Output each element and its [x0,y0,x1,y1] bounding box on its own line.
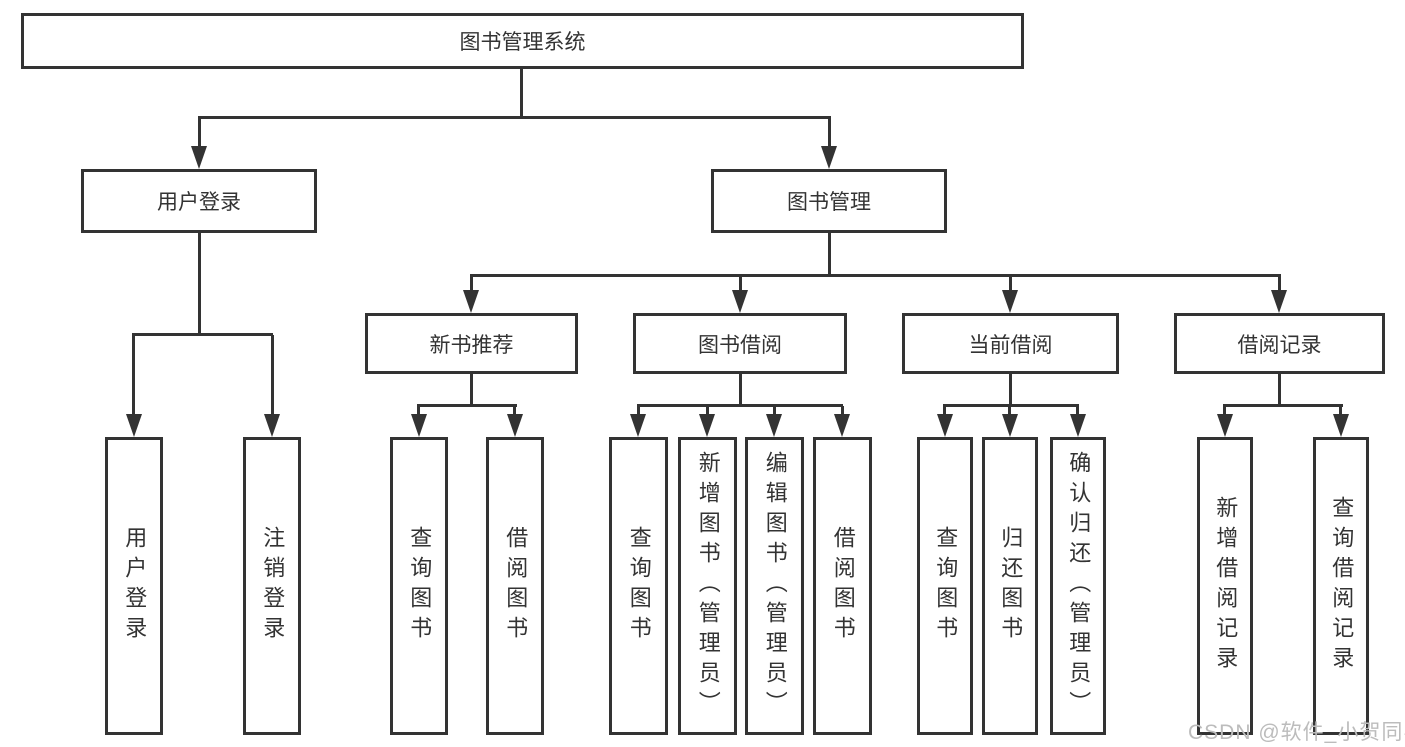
node-label: 新书推荐 [429,333,514,357]
connector-line [1009,374,1012,406]
connector-line [1223,404,1343,407]
leaf-add-borrow-record: 新增借阅记录 [1197,437,1253,735]
arrow-down-icon [264,414,280,437]
connector-line [132,333,273,336]
leaf-label: 借阅图书 [503,526,529,646]
leaf-label: 确认归还（管理员） [1066,451,1092,721]
connector-line [198,233,201,335]
arrow-down-icon [1271,290,1287,313]
connector-line [1278,276,1281,292]
node-label: 图书借阅 [698,333,782,357]
leaf-query-borrow-record: 查询借阅记录 [1313,437,1369,735]
arrow-down-icon [191,146,207,169]
connector-line [1278,374,1281,406]
connector-line [198,116,831,119]
node-borrow-records: 借阅记录 [1174,313,1385,374]
connector-line [1339,406,1342,416]
leaf-return-book: 归还图书 [982,437,1038,735]
connector-line [739,374,742,406]
connector-line [1076,406,1079,416]
arrow-down-icon [126,414,142,437]
arrow-down-icon [1070,414,1086,437]
connector-line [841,406,844,416]
node-label: 用户登录 [157,191,241,214]
leaf-logout: 注销登录 [243,437,301,735]
leaf-label: 新增图书（管理员） [695,451,721,721]
arrow-down-icon [630,414,646,437]
connector-line [1008,406,1011,416]
connector-line [198,118,201,148]
connector-line [943,406,946,416]
connector-line [132,335,135,415]
leaf-label: 编辑图书（管理员） [762,451,788,721]
leaf-label: 归还图书 [998,526,1024,646]
connector-line [1009,276,1012,292]
node-new-book-recommend: 新书推荐 [365,313,578,374]
connector-line [417,404,517,407]
leaf-label: 注销登录 [260,526,286,646]
arrow-down-icon [1002,414,1018,437]
arrow-down-icon [411,414,427,437]
leaf-confirm-return-admin: 确认归还（管理员） [1050,437,1106,735]
node-label: 当前借阅 [968,333,1053,357]
connector-line [637,404,843,407]
arrow-down-icon [699,414,715,437]
arrow-down-icon [834,414,850,437]
connector-line [470,276,473,292]
leaf-borrow-books-recommend: 借阅图书 [486,437,544,735]
connector-line [706,406,709,416]
arrow-down-icon [732,290,748,313]
arrow-down-icon [507,414,523,437]
leaf-borrow-books: 借阅图书 [813,437,872,735]
connector-line [943,404,1079,407]
connector-line [637,406,640,416]
connector-line [1223,406,1226,416]
arrow-down-icon [821,146,837,169]
node-current-borrow: 当前借阅 [902,313,1119,374]
connector-line [513,406,516,416]
connector-line [417,406,420,416]
leaf-label: 查询图书 [407,526,433,646]
arrow-down-icon [1217,414,1233,437]
connector-line [271,335,274,415]
leaf-label: 查询借阅记录 [1329,496,1355,676]
leaf-user-login: 用户登录 [105,437,163,735]
node-label: 图书管理系统 [459,31,586,54]
connector-line [520,69,523,118]
leaf-query-books-current: 查询图书 [917,437,973,735]
connector-line [470,274,1281,277]
connector-line [828,233,831,276]
arrow-down-icon [1002,290,1018,313]
leaf-label: 用户登录 [122,526,148,646]
leaf-label: 新增借阅记录 [1213,496,1239,676]
node-book-borrow: 图书借阅 [633,313,847,374]
arrow-down-icon [766,414,782,437]
node-label: 图书管理 [787,191,871,214]
node-library-system: 图书管理系统 [21,13,1024,69]
leaf-query-books-borrow: 查询图书 [609,437,668,735]
connector-line [470,374,473,406]
node-user-login: 用户登录 [81,169,317,233]
arrow-down-icon [937,414,953,437]
connector-line [773,406,776,416]
leaf-add-book-admin: 新增图书（管理员） [678,437,737,735]
leaf-label: 查询图书 [626,526,652,646]
node-book-management: 图书管理 [711,169,947,233]
csdn-watermark: CSDN @软件_小贺同学 [1188,721,1405,744]
connector-line [828,118,831,148]
arrow-down-icon [1333,414,1349,437]
leaf-label: 查询图书 [933,526,959,646]
leaf-query-books-recommend: 查询图书 [390,437,448,735]
arrow-down-icon [463,290,479,313]
node-label: 借阅记录 [1237,333,1322,357]
leaf-edit-book-admin: 编辑图书（管理员） [745,437,804,735]
leaf-label: 借阅图书 [830,526,856,646]
connector-line [739,276,742,292]
